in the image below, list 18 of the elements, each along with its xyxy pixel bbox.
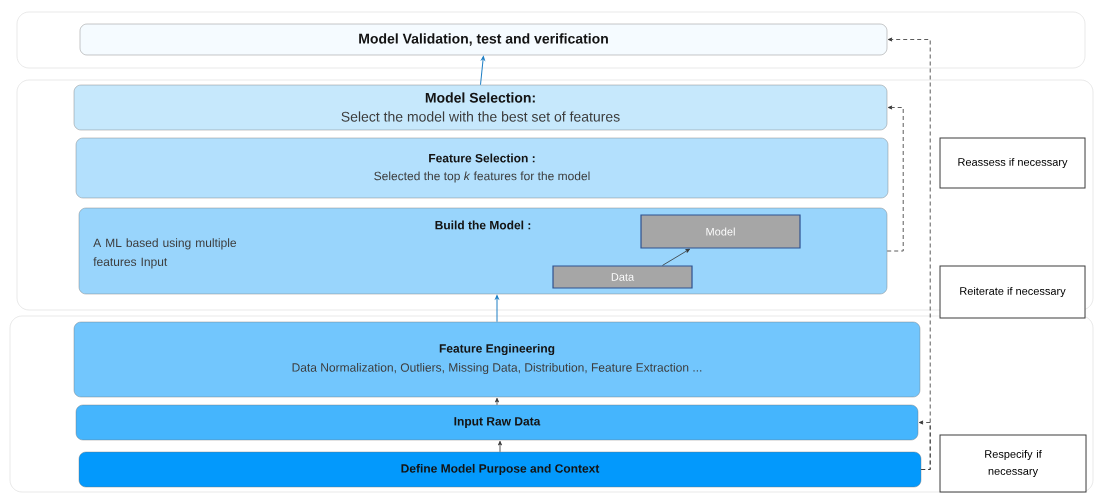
process-box: Input Raw Data [75, 404, 919, 441]
arrow [886, 105, 904, 252]
note-box: Reiterate if necessary [939, 265, 1086, 319]
arrow [662, 248, 690, 266]
arrow [498, 440, 502, 453]
note-box: Reassess if necessary [939, 137, 1086, 189]
process-box: Model Selection: Select the model with the best set of features [73, 84, 888, 131]
process-box: Define Model Purpose and Context [78, 451, 922, 488]
note-box: Respecify if necessary [939, 434, 1087, 493]
process-box: Feature Engineering Data Normalization, Outliers, Missing Data, Distribution, Feature Extraction ... [73, 321, 921, 398]
process-box: Feature Selection : Selected the top k features for the model [75, 137, 889, 199]
arrow [887, 37, 931, 470]
arrow [495, 295, 499, 323]
process-box: Model Validation, test and verification [79, 23, 888, 56]
arrow [480, 56, 485, 86]
arrow [495, 397, 499, 406]
inner-box: Model [640, 214, 801, 249]
inner-box: Data [552, 265, 693, 289]
